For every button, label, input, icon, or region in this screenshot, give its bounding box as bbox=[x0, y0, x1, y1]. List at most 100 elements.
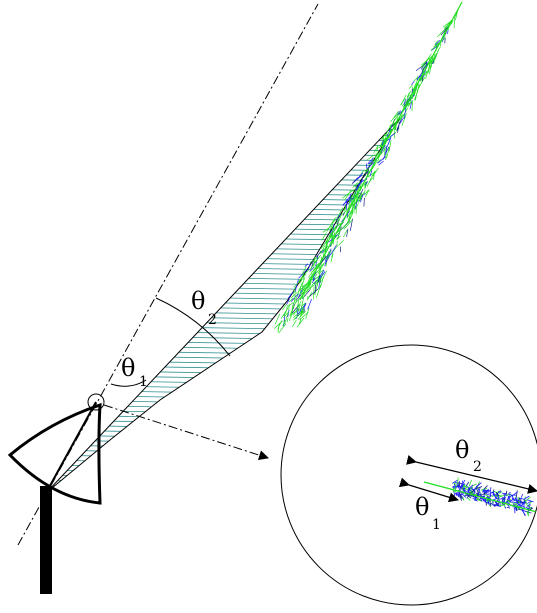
shower-track bbox=[286, 305, 288, 310]
inset-track bbox=[494, 504, 500, 506]
shower-track bbox=[386, 146, 390, 159]
camera-image-inset: θ 2 θ 1 bbox=[280, 344, 537, 606]
shower-track bbox=[336, 207, 344, 219]
inset-track bbox=[494, 500, 500, 506]
shower-track bbox=[354, 201, 358, 209]
dish-support bbox=[45, 401, 97, 494]
shower-track bbox=[287, 302, 293, 307]
shower-track bbox=[274, 313, 281, 325]
shower-track bbox=[305, 307, 310, 319]
shower-track bbox=[324, 254, 329, 261]
inset-track bbox=[527, 504, 530, 507]
shower-track bbox=[343, 197, 353, 205]
shower-track bbox=[393, 124, 396, 139]
shower-track bbox=[378, 160, 384, 166]
inset-track bbox=[464, 493, 470, 497]
shower-track bbox=[298, 268, 308, 279]
inset-track bbox=[462, 496, 465, 501]
shower-track bbox=[453, 17, 455, 29]
inset-track bbox=[478, 497, 483, 500]
shower-core bbox=[299, 1, 463, 301]
inset-track bbox=[507, 502, 510, 509]
inset-track bbox=[524, 499, 528, 507]
inset-track bbox=[500, 497, 504, 500]
hatch-line bbox=[46, 209, 400, 217]
hatch-line bbox=[46, 254, 400, 262]
shower-track bbox=[366, 166, 370, 172]
inset-track bbox=[511, 501, 519, 504]
hatch-line bbox=[46, 134, 400, 142]
hatch-line bbox=[46, 294, 400, 302]
inset-track bbox=[491, 503, 496, 507]
hatch-line bbox=[46, 118, 400, 122]
inset-track bbox=[526, 499, 534, 503]
shower-track bbox=[280, 307, 289, 319]
shower-track bbox=[450, 20, 454, 25]
shower-track bbox=[308, 270, 314, 278]
inset-track bbox=[466, 497, 471, 501]
inset-track bbox=[504, 506, 507, 509]
shower-track bbox=[299, 311, 304, 317]
shower-track bbox=[330, 235, 334, 240]
shower-track bbox=[282, 320, 286, 327]
shower-track bbox=[411, 100, 413, 112]
inset-theta1-symbol: θ bbox=[415, 493, 429, 521]
inset-track bbox=[523, 495, 530, 500]
shower-track bbox=[433, 38, 445, 48]
shower-track bbox=[403, 98, 407, 105]
shower-track bbox=[309, 259, 318, 271]
shower-track bbox=[380, 144, 386, 154]
inset-track bbox=[505, 493, 510, 497]
shower-track bbox=[289, 297, 294, 303]
hatch-line bbox=[46, 339, 400, 347]
shower-track bbox=[315, 264, 318, 269]
theta2-subscript: 2 bbox=[208, 312, 217, 328]
shower-track bbox=[306, 277, 311, 285]
shower-track bbox=[319, 269, 324, 274]
shower-track bbox=[315, 284, 322, 298]
shower-track bbox=[295, 300, 300, 313]
inset-track bbox=[521, 509, 526, 516]
shower-track bbox=[348, 192, 359, 202]
inset-track bbox=[522, 509, 526, 512]
hatch-line bbox=[46, 159, 400, 167]
inset-track bbox=[476, 498, 483, 502]
theta2-arrow bbox=[406, 455, 537, 494]
shower-track bbox=[293, 300, 297, 308]
shower-track bbox=[306, 286, 312, 293]
hatch-line bbox=[46, 129, 400, 137]
inset-track bbox=[495, 504, 502, 507]
inset-track bbox=[519, 504, 526, 508]
shower-track bbox=[399, 117, 405, 124]
shower-track bbox=[299, 278, 303, 284]
shower-track bbox=[397, 122, 400, 133]
shower-track bbox=[364, 189, 369, 195]
inset-track bbox=[522, 501, 526, 504]
shower-track bbox=[420, 76, 423, 82]
inset-track bbox=[506, 500, 512, 503]
shower-track bbox=[320, 245, 326, 254]
shower-track bbox=[322, 226, 332, 233]
theta1-subscript: 1 bbox=[139, 374, 148, 390]
shower-track bbox=[283, 314, 286, 327]
shower-track bbox=[403, 107, 407, 119]
inset-track bbox=[497, 495, 503, 499]
inset-track bbox=[459, 494, 462, 501]
hatch-line bbox=[46, 319, 400, 327]
shower-track bbox=[344, 219, 353, 229]
shower-track bbox=[372, 174, 375, 180]
inset-track bbox=[516, 496, 518, 500]
shower-track bbox=[354, 203, 359, 210]
shower-track bbox=[301, 277, 306, 287]
inset-track bbox=[467, 494, 473, 497]
hatch-line bbox=[46, 269, 400, 277]
shower-track bbox=[278, 323, 287, 334]
shower-track bbox=[282, 303, 287, 311]
hatch-line bbox=[46, 259, 400, 267]
inset-track bbox=[484, 494, 491, 498]
inset-track bbox=[494, 502, 498, 505]
shower-track bbox=[373, 145, 379, 154]
shower-track bbox=[295, 296, 302, 303]
shower-track bbox=[352, 182, 358, 189]
inset-track bbox=[514, 497, 519, 504]
